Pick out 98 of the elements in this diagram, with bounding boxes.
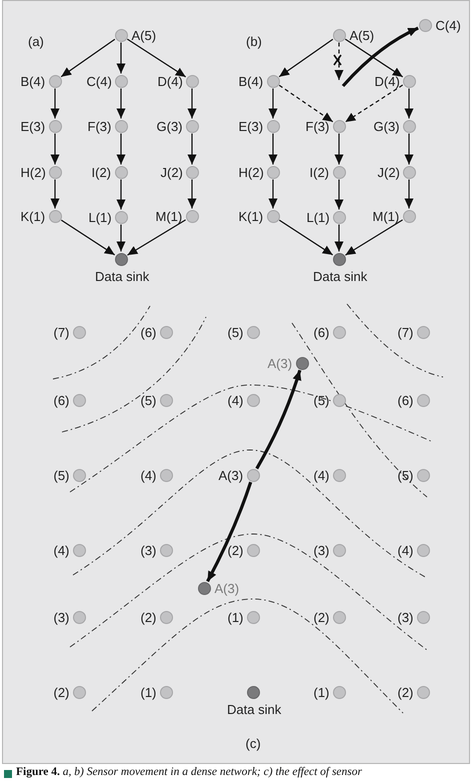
node-label: (1) (228, 610, 244, 624)
node-label: (2) (140, 610, 156, 624)
node-label: M(1) (156, 208, 182, 224)
arrow (116, 134, 126, 164)
arrow (334, 180, 344, 210)
figure-caption: Figure 4. a, b) Sensor movement in a dense network; c) the effect of sensor (16, 766, 362, 778)
node-label: (5) (314, 392, 330, 408)
node-label: (6) (398, 392, 414, 408)
arrow (116, 88, 126, 118)
arrow (127, 219, 186, 256)
arrow (334, 42, 344, 80)
node-label: (5) (398, 468, 414, 482)
arrow (126, 38, 186, 78)
arrow (334, 224, 344, 252)
node-label: (7) (54, 324, 70, 340)
node-label: (2) (54, 684, 70, 700)
node-label: A(3) (214, 580, 240, 596)
node-label: H(2) (20, 164, 46, 180)
panel-label: (c) (246, 736, 261, 751)
panel-label: (b) (246, 34, 262, 49)
arrow (206, 482, 252, 582)
arrow (278, 220, 334, 256)
node-label: F(3) (306, 118, 330, 134)
node-label: (6) (54, 392, 70, 408)
arrow (188, 134, 196, 164)
node-label: I(2) (92, 164, 111, 180)
node-label: (3) (314, 542, 330, 558)
node-label: C(4) (86, 74, 112, 88)
arrow (50, 134, 60, 164)
node-label: F(3) (88, 118, 112, 134)
node-label: E(3) (238, 118, 264, 134)
node-label: H(2) (238, 164, 264, 180)
node-label: (1) (140, 684, 156, 700)
node-label: (3) (54, 610, 70, 624)
arrow (116, 224, 126, 252)
node-label: (6) (314, 324, 330, 340)
arrow (344, 84, 404, 122)
arrow (116, 180, 126, 210)
node-label: D(4) (158, 74, 183, 88)
arrow (116, 42, 126, 74)
node-label: (4) (228, 392, 244, 408)
panel-label: (a) (28, 34, 44, 49)
node-label: D(4) (374, 74, 400, 88)
arrow (345, 219, 403, 256)
node-label: A(3) (218, 468, 244, 482)
arrow (278, 84, 334, 122)
node-label: (4) (140, 468, 156, 482)
arrow (188, 180, 196, 208)
node-label: (2) (314, 610, 330, 624)
arrow (188, 88, 196, 118)
node-label: A(5) (350, 28, 374, 42)
arrow (334, 134, 344, 164)
node-label: (5) (54, 468, 70, 482)
arrow (268, 134, 278, 164)
node-label: (7) (398, 324, 414, 340)
node-label: (3) (140, 542, 156, 558)
node-label: J(2) (160, 164, 183, 180)
node-label: (6) (140, 324, 156, 340)
arrow (404, 180, 414, 208)
arrow (404, 88, 414, 118)
node-label: K(1) (20, 208, 46, 224)
arrow (268, 88, 278, 118)
node-label: J(2) (378, 164, 400, 180)
arrow (255, 370, 302, 470)
node-label: B(4) (238, 74, 264, 88)
node-label: (4) (398, 542, 414, 558)
arrow (50, 88, 60, 118)
arrow (278, 38, 334, 78)
node-label: (4) (54, 542, 70, 558)
node-label: I(2) (310, 164, 329, 180)
node-label: Data sink (227, 702, 282, 716)
node-label: Data sink (313, 268, 368, 284)
arrow (342, 26, 419, 88)
node-label: (5) (140, 392, 156, 408)
arrow (404, 134, 414, 164)
arrow (60, 38, 116, 78)
node-label: M(1) (372, 208, 400, 224)
node-label: G(3) (156, 118, 182, 134)
node-label: A(5) (132, 28, 156, 42)
node-label: L(1) (306, 210, 330, 224)
node-label: (5) (228, 324, 244, 340)
node-label: G(3) (374, 118, 400, 134)
arrow (268, 180, 278, 208)
node-label: E(3) (20, 118, 46, 134)
node-label: (4) (314, 468, 330, 482)
node-label: K(1) (238, 208, 264, 224)
node-label: B(4) (20, 74, 46, 88)
node-label: Data sink (95, 268, 150, 284)
node-label: A(3) (268, 356, 292, 370)
arrow (50, 180, 60, 208)
node-label: (1) (314, 684, 330, 700)
node-label: (3) (398, 610, 414, 624)
node-label: (2) (228, 542, 244, 558)
arrow (60, 220, 116, 256)
arrow (344, 38, 404, 78)
node-label: L(1) (88, 210, 112, 224)
node-label: (2) (398, 684, 414, 700)
node-label: C(4) (436, 18, 461, 32)
